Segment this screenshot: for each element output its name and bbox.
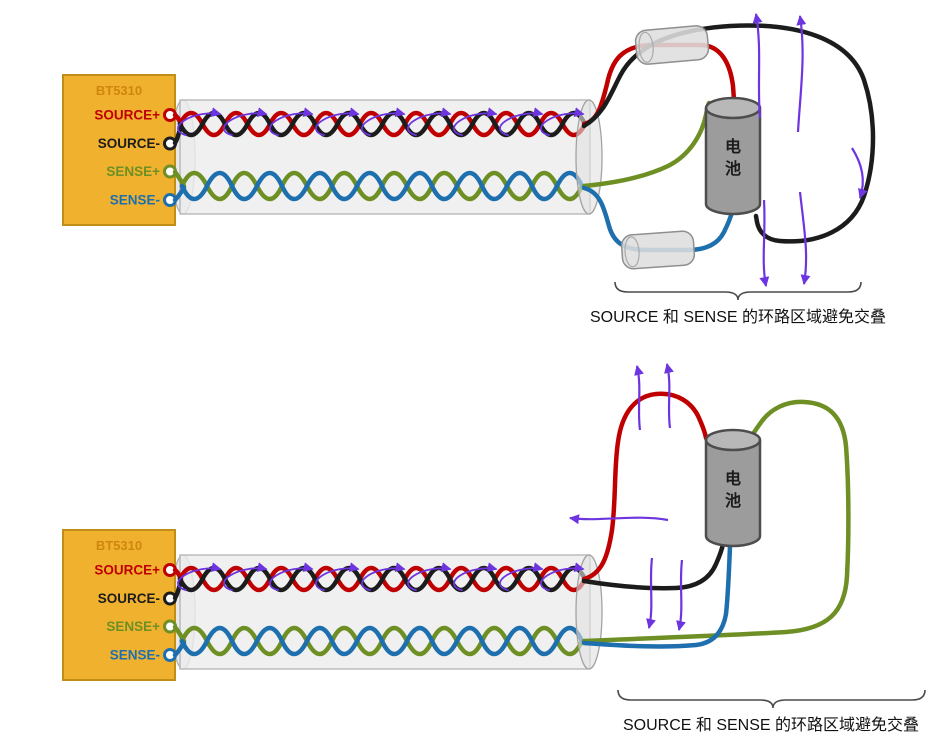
battery-label-line1: 电 [725,137,741,156]
sense-minus-wire [581,543,733,649]
terminal-label-sense-plus: SENSE+ [106,164,160,179]
battery-cylinder [704,428,762,548]
field-arrow-up-1 [634,365,644,431]
sense-plus-wire [581,399,851,644]
terminal-label-sense-minus: SENSE- [110,648,160,663]
battery-cylinder [704,96,762,216]
device-model-label: BT5310 [96,83,142,98]
source-minus-wire [581,23,876,244]
source-minus-wire [581,541,726,591]
field-arrow-down-2 [676,559,686,631]
sense-plus-wire [581,100,712,189]
field-arrow-right [851,147,868,199]
battery-label-line1: 电 [725,469,741,488]
terminal-label-source-minus: SOURCE- [98,136,160,151]
loop-caption: SOURCE 和 SENSE 的环路区域避免交叠 [623,716,919,734]
terminal-label-source-plus: SOURCE+ [94,563,160,578]
device-model-label: BT5310 [96,538,142,553]
source-plus-wire [581,391,709,582]
terminal-label-source-minus: SOURCE- [98,591,160,606]
loop-brace [614,281,862,301]
field-arrow-left [569,514,669,525]
diagram-top: 电 池 BT5310 SOURCE+ SOURCE- SENSE+ SENSE-… [63,13,886,326]
field-arrow-down-1 [759,199,770,287]
terminal-label-source-plus: SOURCE+ [94,108,160,123]
field-arrow-up-1 [752,13,763,119]
ferrite-bead-sense [620,229,696,271]
source-plus-wire [581,42,737,127]
battery-label-line2: 池 [725,491,741,510]
terminal-label-sense-minus: SENSE- [110,193,160,208]
loop-caption: SOURCE 和 SENSE 的环路区域避免交叠 [590,308,886,326]
terminal-label-sense-plus: SENSE+ [106,619,160,634]
field-arrow-up-2 [796,15,807,133]
field-arrow-down-1 [646,557,656,629]
ferrite-bead-source [633,24,711,66]
battery-label-line2: 池 [725,159,741,178]
diagram-bottom: 电 池 BT5310 SOURCE+ SOURCE- SENSE+ SENSE-… [63,363,926,734]
field-arrow-down-2 [798,191,811,285]
loop-brace [617,689,926,709]
field-arrow-up-2 [664,363,674,429]
field-arrows [569,363,686,631]
field-arrows [752,13,868,287]
